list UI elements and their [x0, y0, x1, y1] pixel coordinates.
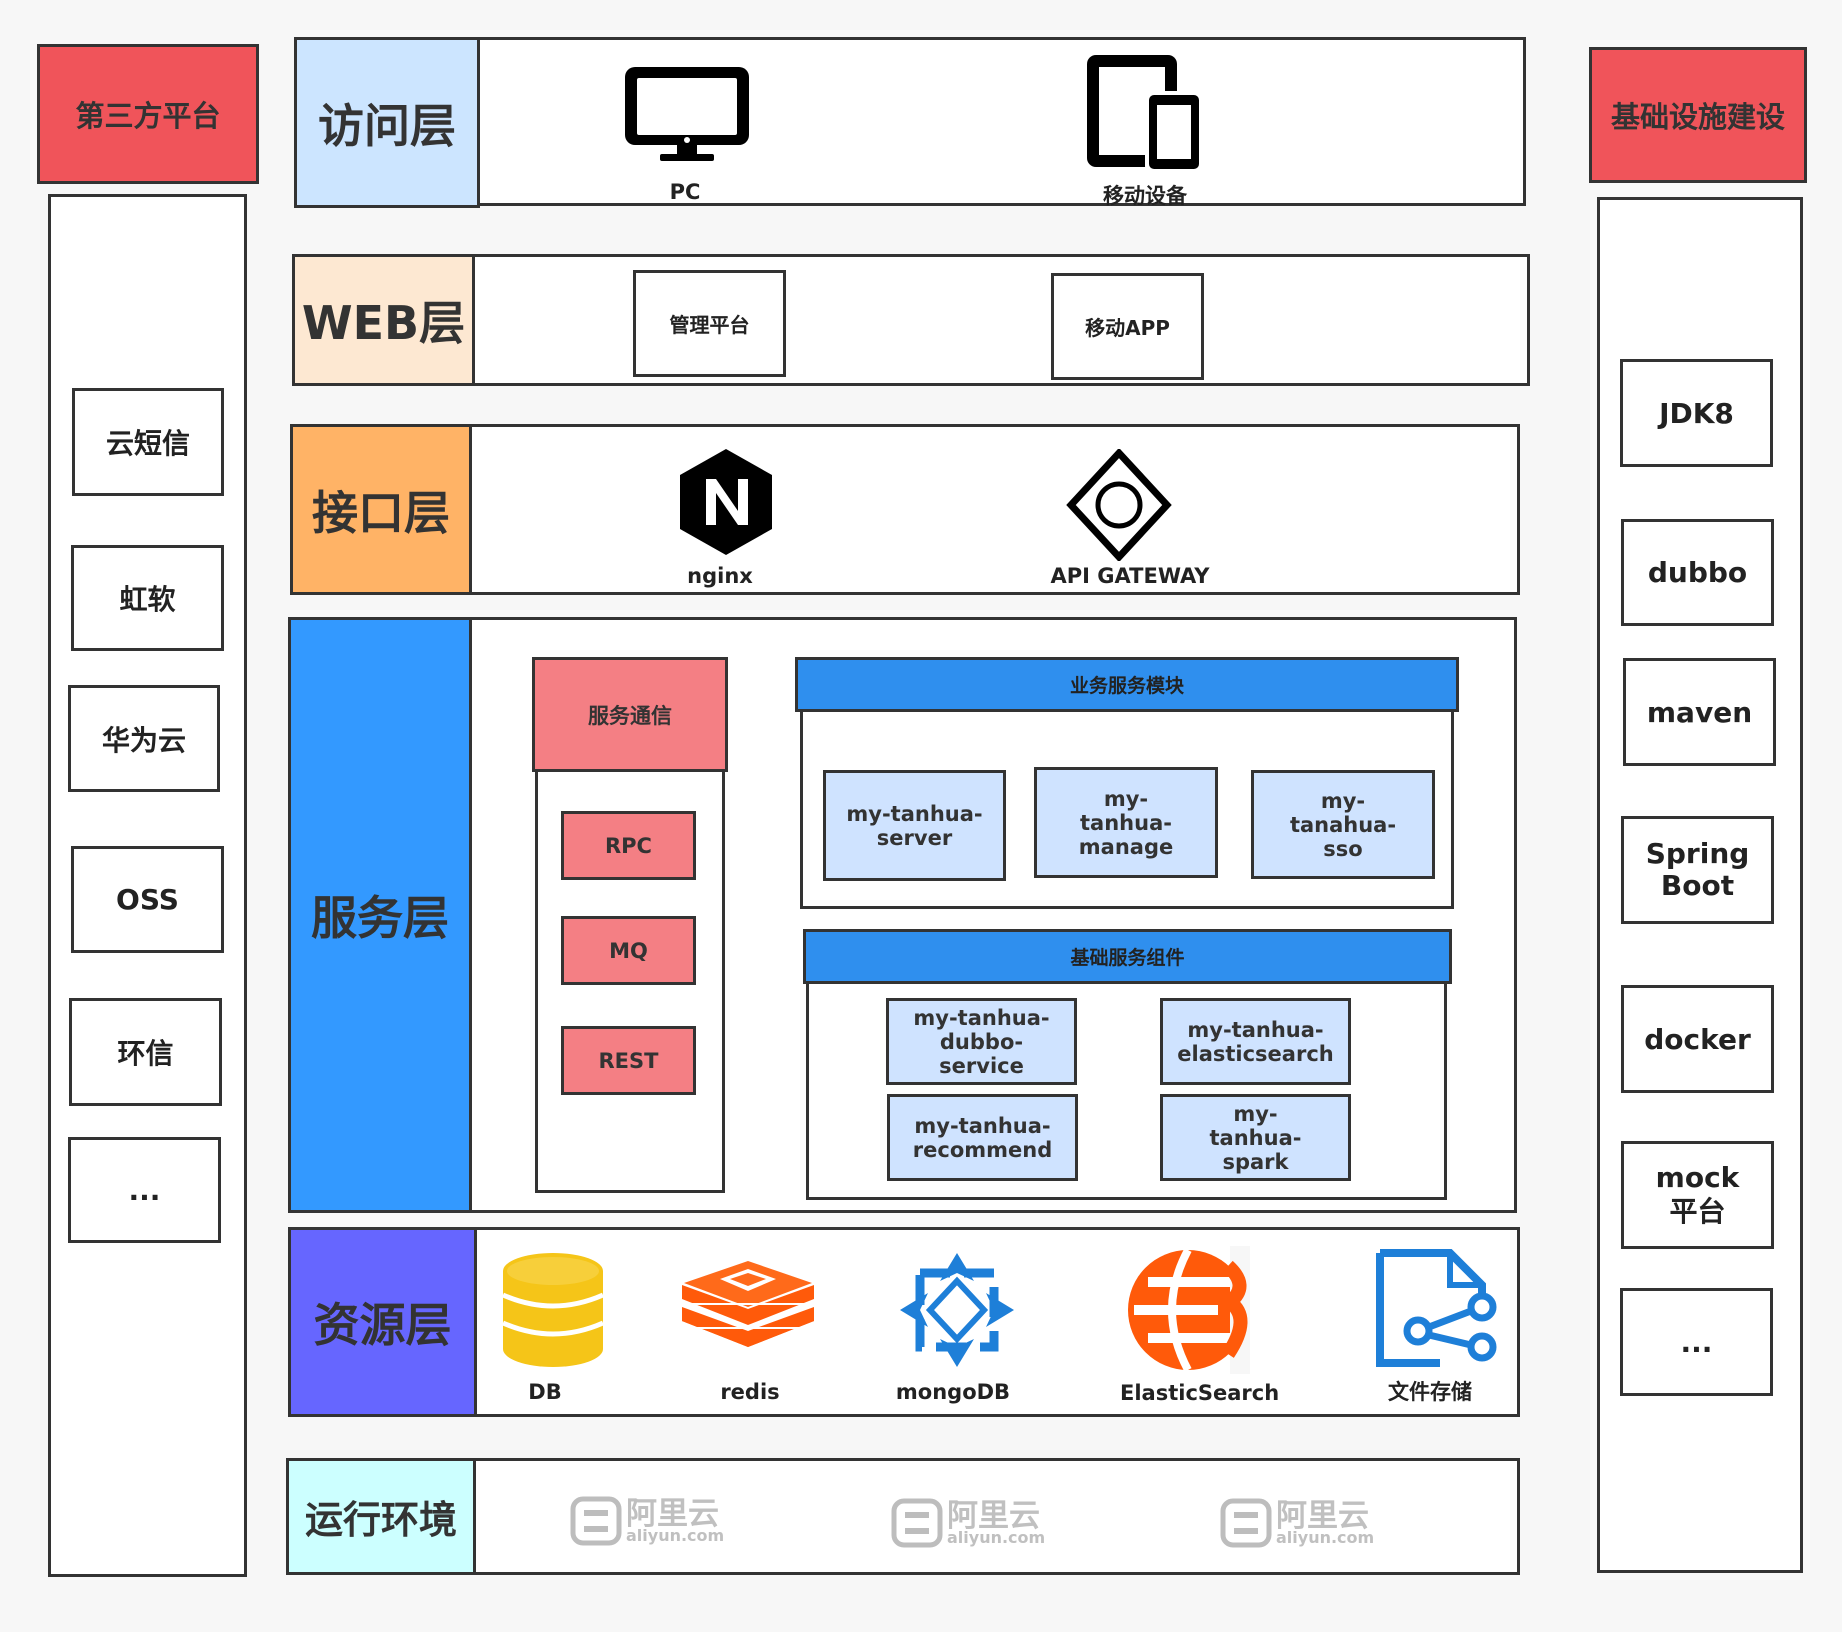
nginx-icon	[680, 449, 772, 555]
resource-item-db: DB	[528, 1380, 562, 1404]
monitor-icon	[625, 67, 749, 161]
web-layer-panel	[467, 254, 1530, 386]
service-comm-mq: MQ	[561, 916, 696, 985]
interface-layer-panel	[464, 424, 1520, 595]
aliyun-domain: aliyun.com	[626, 1526, 725, 1545]
resource-item-file-storage: 文件存储	[1388, 1380, 1472, 1404]
aliyun-brand: 阿里云	[626, 1496, 719, 1532]
interface-item-nginx: nginx	[687, 564, 753, 588]
redis-icon	[682, 1261, 814, 1347]
web-item-mobile-app: 移动APP	[1051, 273, 1204, 380]
third-party-item-arcsoft: 虹软	[71, 545, 224, 651]
infra-item-jdk8: JDK8	[1620, 359, 1773, 467]
resource-layer-label: 资源层	[288, 1227, 477, 1417]
runtime-layer-label: 运行环境	[286, 1458, 476, 1575]
base-component-dubbo-service: my-tanhua-dubbo-service	[886, 998, 1077, 1085]
resource-item-redis: redis	[720, 1380, 780, 1404]
resource-item-mongodb: mongoDB	[895, 1380, 1011, 1404]
service-comm-rpc: RPC	[561, 811, 696, 880]
web-layer-label: WEB层	[292, 254, 475, 386]
third-party-header: 第三方平台	[37, 44, 259, 184]
aliyun-domain: aliyun.com	[1276, 1528, 1375, 1547]
api-gateway-icon	[1066, 449, 1172, 561]
aliyun-brand: 阿里云	[1276, 1498, 1369, 1534]
third-party-item-huaweicloud: 华为云	[68, 685, 220, 792]
third-party-item-sms: 云短信	[72, 388, 224, 496]
business-module-server: my-tanhua-server	[823, 770, 1006, 881]
infrastructure-header: 基础设施建设	[1589, 47, 1807, 183]
aliyun-logo-1: 阿里云 aliyun.com	[570, 1496, 724, 1546]
infra-item-mock: mock 平台	[1621, 1141, 1774, 1249]
aliyun-logo-3: 阿里云 aliyun.com	[1220, 1498, 1374, 1548]
access-item-pc: PC	[669, 180, 701, 204]
business-module-manage: my-tanhua-manage	[1034, 767, 1218, 878]
infra-item-more: ...	[1620, 1288, 1773, 1396]
infra-item-dubbo: dubbo	[1621, 519, 1774, 626]
third-party-item-more: ...	[68, 1137, 221, 1243]
aliyun-logo	[570, 1496, 622, 1546]
business-modules-title: 业务服务模块	[795, 657, 1459, 712]
access-item-mobile: 移动设备	[1103, 184, 1187, 208]
access-layer-label: 访问层	[294, 37, 480, 208]
interface-item-api-gateway: API GATEWAY	[1050, 564, 1210, 588]
third-party-item-easemob: 环信	[69, 998, 222, 1106]
elasticsearch-icon	[1128, 1246, 1250, 1374]
aliyun-brand: 阿里云	[947, 1498, 1040, 1534]
database-icon	[501, 1253, 605, 1367]
file-storage-icon	[1376, 1249, 1497, 1367]
base-component-elasticsearch: my-tanhua-elasticsearch	[1160, 998, 1351, 1085]
infra-item-docker: docker	[1621, 985, 1774, 1093]
tablet-phone-icon	[1087, 55, 1203, 173]
aliyun-logo	[1220, 1498, 1272, 1548]
service-comm-rest: REST	[561, 1026, 696, 1095]
web-item-admin-platform: 管理平台	[633, 270, 786, 377]
business-module-sso: my-tanahua-sso	[1251, 770, 1435, 879]
resource-item-elasticsearch: ElasticSearch	[1120, 1381, 1280, 1405]
base-component-spark: my-tanhua-spark	[1160, 1094, 1351, 1181]
infra-item-maven: maven	[1623, 658, 1776, 766]
resource-layer-panel	[470, 1227, 1520, 1417]
interface-layer-label: 接口层	[290, 424, 472, 595]
mongodb-icon	[900, 1253, 1014, 1367]
infra-item-spring-boot: Spring Boot	[1621, 816, 1774, 924]
third-party-item-oss: OSS	[71, 846, 224, 953]
service-comm-title: 服务通信	[532, 657, 728, 772]
base-components-title: 基础服务组件	[803, 929, 1452, 984]
runtime-layer-panel	[470, 1458, 1520, 1575]
aliyun-logo	[891, 1498, 943, 1548]
aliyun-logo-2: 阿里云 aliyun.com	[891, 1498, 1045, 1548]
base-component-recommend: my-tanhua-recommend	[887, 1094, 1078, 1181]
service-layer-label: 服务层	[288, 617, 472, 1213]
aliyun-domain: aliyun.com	[947, 1528, 1046, 1547]
